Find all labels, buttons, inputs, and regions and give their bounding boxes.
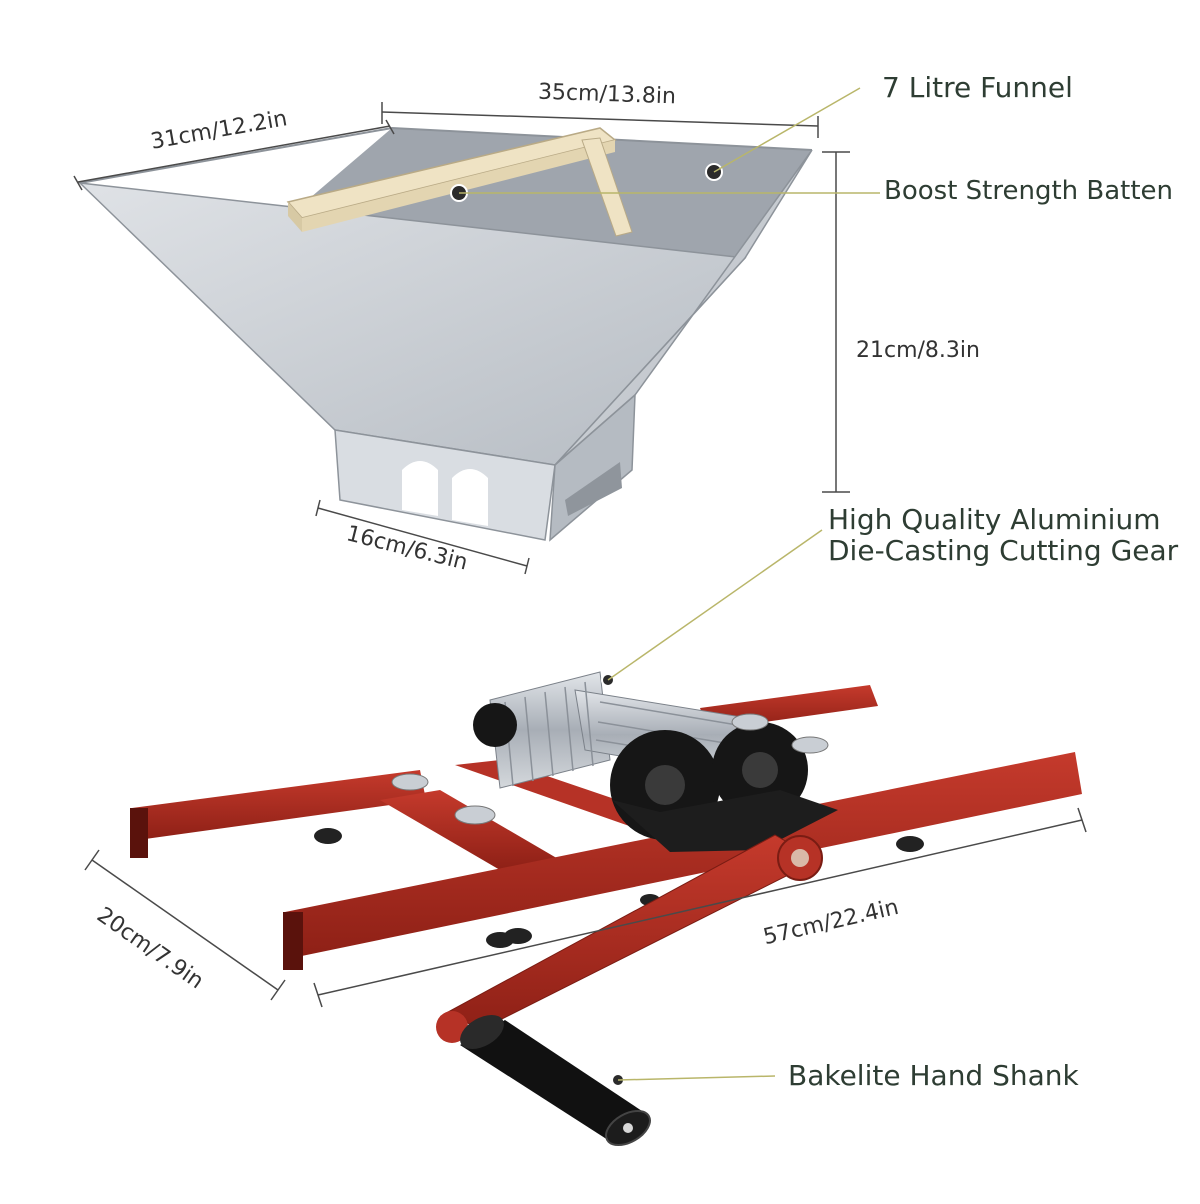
gear-callout-line2: Die-Casting Cutting Gear — [828, 534, 1179, 567]
funnel-illustration — [77, 126, 813, 542]
roller-gear-icon — [391, 671, 838, 852]
gear-callout: High Quality Aluminium Die-Casting Cutti… — [828, 504, 1178, 566]
funnel-height-dimension: 21cm/8.3in — [856, 338, 980, 363]
bakelite-handle-icon — [460, 1014, 651, 1147]
crusher-dimension-lines — [84, 807, 1087, 1008]
batten-callout: Boost Strength Batten — [884, 176, 1174, 206]
funnel-callout: 7 Litre Funnel — [882, 71, 1073, 104]
handle-callout: Bakelite Hand Shank — [788, 1059, 1079, 1092]
gear-callout-line1: High Quality Aluminium — [828, 503, 1161, 536]
callout-leader-lines — [459, 87, 880, 1081]
funnel-length-dimension: 35cm/13.8in — [537, 79, 677, 110]
funnel-dimension-lines — [73, 102, 850, 575]
